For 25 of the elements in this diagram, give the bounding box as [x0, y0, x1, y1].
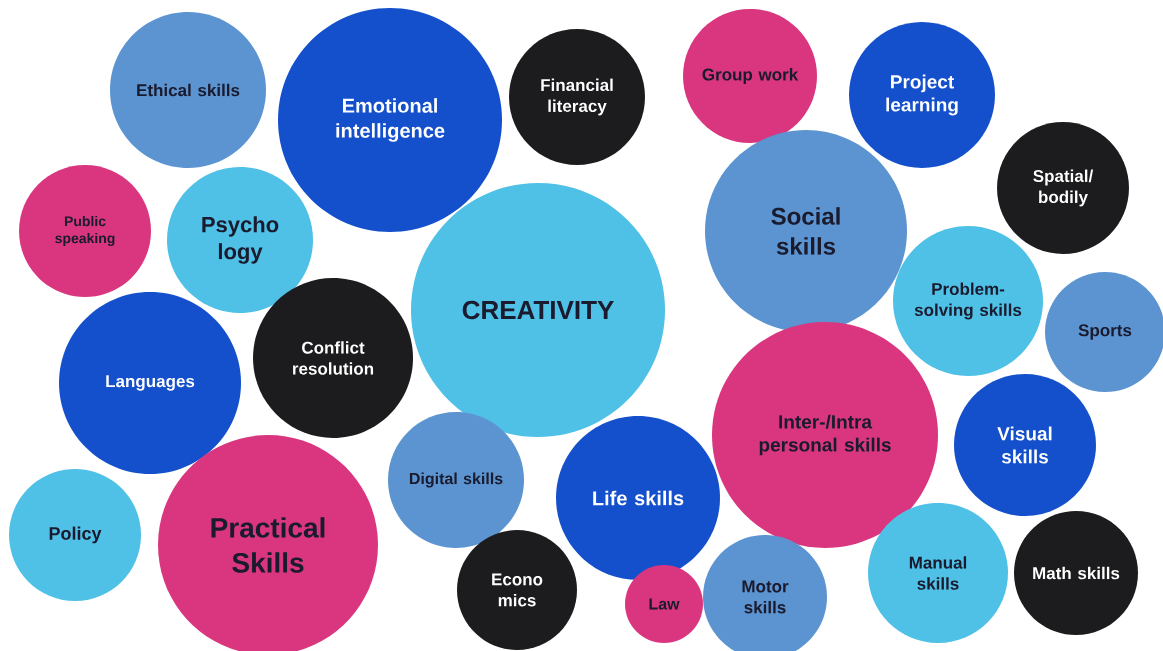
skill-bubble: Problem-solving skills — [893, 226, 1043, 376]
skill-bubble: Law — [625, 565, 703, 643]
skill-bubble: Digital skills — [388, 412, 524, 548]
skill-bubble: Public speaking — [19, 165, 151, 297]
skill-bubble: Math skills — [1014, 511, 1138, 635]
skill-bubble: Financial literacy — [509, 29, 645, 165]
skill-bubble: Project learning — [849, 22, 995, 168]
skill-bubble: Econo mics — [457, 530, 577, 650]
skill-bubble: Languages — [59, 292, 241, 474]
skill-bubble: Visual skills — [954, 374, 1096, 516]
skill-bubble: Policy — [9, 469, 141, 601]
skill-bubble: Ethical skills — [110, 12, 266, 168]
skill-bubble: Spatial/ bodily — [997, 122, 1129, 254]
skill-bubble: Emotional intelligence — [278, 8, 502, 232]
skill-bubble: CREATIVITY — [411, 183, 665, 437]
skill-bubble: Group work — [683, 9, 817, 143]
skill-bubble: Psycho logy — [167, 167, 313, 313]
skill-bubble: Practical Skills — [158, 435, 378, 651]
skill-bubble: Social skills — [705, 130, 907, 332]
skill-bubble: Manual skills — [868, 503, 1008, 643]
skill-bubble: Inter-/Intra personal skills — [712, 322, 938, 548]
skill-bubble: Sports — [1045, 272, 1163, 392]
skill-bubble: Conflict resolution — [253, 278, 413, 438]
skill-bubble: Life skills — [556, 416, 720, 580]
skill-bubble: Motor skills — [703, 535, 827, 651]
